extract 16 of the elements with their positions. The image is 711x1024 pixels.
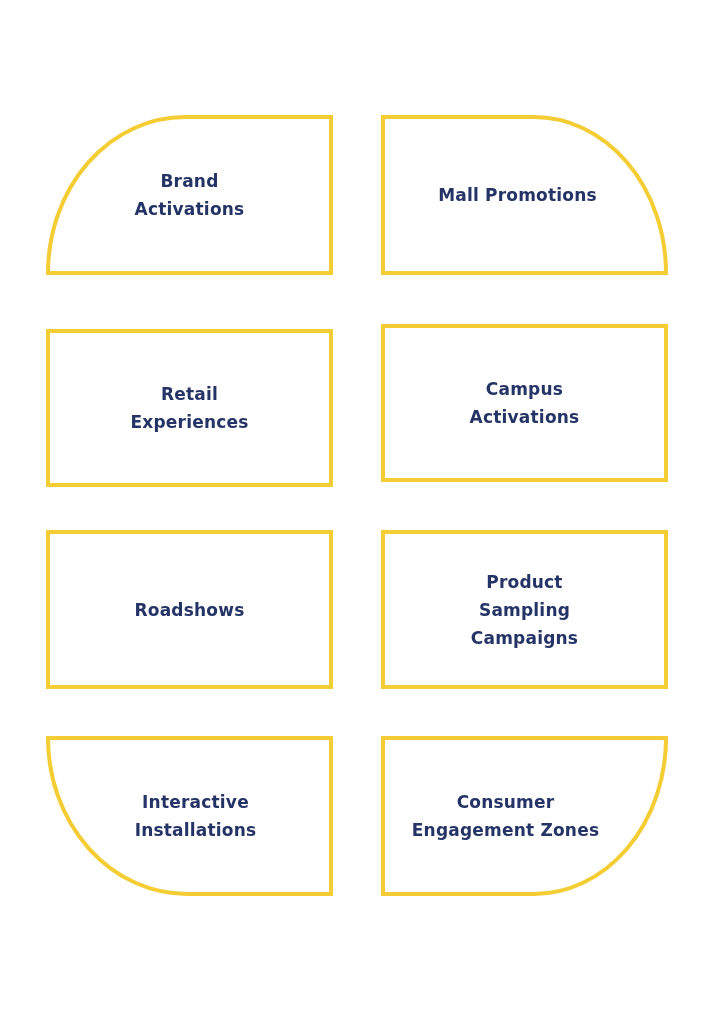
process-box <box>381 530 668 689</box>
node-label: Mall Promotions <box>438 184 597 207</box>
quarter-rounded-box <box>46 115 333 275</box>
node-label: Brand Activations <box>133 170 246 221</box>
node-label: Retail Experiences <box>129 383 250 434</box>
quarter-rounded-box <box>381 736 668 896</box>
node-label: Interactive Installations <box>133 791 258 842</box>
node-label: Consumer Engagement Zones <box>410 791 601 842</box>
process-box <box>46 530 333 689</box>
quarter-rounded-box <box>381 115 668 275</box>
quarter-rounded-box <box>46 736 333 896</box>
node-label: Roadshows <box>134 598 245 622</box>
process-box <box>381 324 668 482</box>
process-box <box>46 329 333 487</box>
node-label: Product Sampling Campaigns <box>469 570 580 650</box>
node-label: Campus Activations <box>468 378 581 429</box>
